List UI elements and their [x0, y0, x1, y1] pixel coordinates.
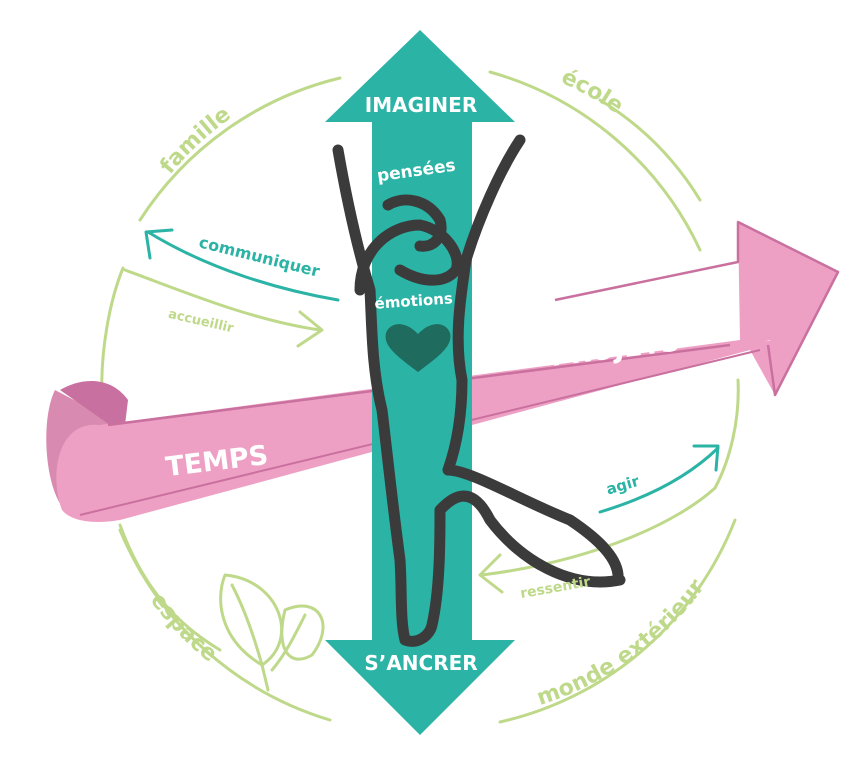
- communiquer-arrow: [144, 228, 340, 302]
- espace-label: espace: [145, 589, 222, 668]
- vertical-arrow: [325, 30, 515, 735]
- communiquer-label: communiquer: [197, 232, 322, 280]
- espace-arc-inner: [118, 523, 222, 652]
- imaginer-label: IMAGINER: [365, 93, 477, 117]
- agir-arrow: [598, 444, 720, 514]
- agir-label: agir: [604, 472, 642, 499]
- dancing-figure: [332, 134, 626, 647]
- accueillir-label: accueillir: [167, 307, 236, 337]
- ecole-label: école: [558, 65, 628, 119]
- famille-label: famille: [155, 102, 235, 179]
- ressentir-arrow: [478, 378, 740, 594]
- leaf-icon: [219, 573, 325, 692]
- accueillir-arrow: [100, 266, 324, 402]
- heart-icon: [385, 324, 451, 372]
- ancrer-label: S’ANCRER: [364, 651, 477, 675]
- emotions-label: émotions: [374, 289, 453, 312]
